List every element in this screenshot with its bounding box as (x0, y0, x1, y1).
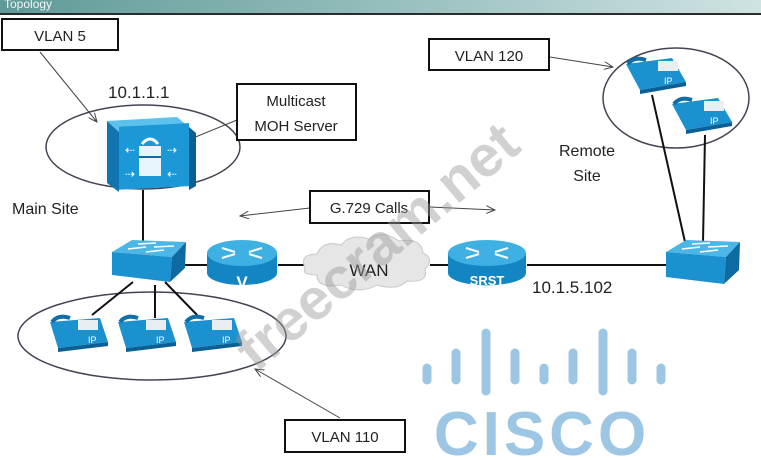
remote-site-line2: Site (573, 168, 601, 185)
g729-label-box: G.729 Calls (309, 190, 430, 224)
vlan110-ellipse (17, 291, 287, 381)
vlan120-label: VLAN 120 (455, 48, 523, 65)
ip-phone-remote-1: IP (626, 56, 686, 94)
link-remote-phone1 (651, 94, 686, 243)
moh-label-box: Multicast MOH Server (236, 83, 357, 141)
links (91, 94, 706, 319)
moh-pointer (192, 119, 238, 139)
ip-phone-main-3: IP (184, 314, 242, 352)
title-bar: Topology (0, 0, 761, 15)
voice-router-icon: V (207, 240, 277, 292)
wan-label: WAN (349, 261, 388, 280)
router-v-label: V (236, 273, 248, 292)
vlan110-label-box: VLAN 110 (284, 419, 406, 453)
vlan120-pointer (549, 56, 613, 67)
vlan5-pointer (39, 51, 97, 122)
srst-router-icon: SRST (448, 240, 526, 288)
ip-tag: IP (222, 335, 231, 345)
main-site-label: Main Site (12, 201, 79, 218)
svg-text:⇠: ⇠ (125, 143, 135, 157)
window-title: Topology (4, 0, 53, 11)
g729-label: G.729 Calls (330, 200, 408, 217)
vlan120-ellipse (602, 47, 750, 149)
main-ip-label: 10.1.1.1 (108, 83, 169, 102)
vlan110-pointer (255, 369, 341, 419)
svg-text:⇠: ⇠ (167, 167, 177, 181)
vlan120-label-box: VLAN 120 (428, 38, 550, 71)
moh-label-line2: MOH Server (254, 118, 337, 135)
ip-phone-main-1: IP (50, 314, 108, 352)
vlan5-ellipse (45, 104, 241, 190)
link-switch-phone1 (91, 281, 134, 316)
ip-phone-remote-2: IP (672, 96, 732, 134)
link-switch-phone3 (164, 281, 201, 319)
router-srst-label: SRST (470, 273, 505, 288)
svg-text:⇢: ⇢ (125, 167, 135, 181)
svg-text:⇢: ⇢ (167, 143, 177, 157)
ip-tag: IP (156, 335, 165, 345)
wan-cloud-icon: WAN (303, 234, 430, 291)
vlan5-label-box: VLAN 5 (1, 18, 119, 51)
remote-ip-label: 10.1.5.102 (532, 278, 612, 297)
cisco-wordmark: CISCO (434, 400, 650, 460)
vlan110-label: VLAN 110 (311, 429, 378, 446)
remote-switch-icon (666, 240, 740, 284)
ip-tag: IP (664, 76, 673, 86)
remote-site-line1: Remote (559, 143, 615, 160)
ip-tag: IP (710, 116, 719, 126)
moh-server-icon: ⇠ ⇢ ⇢ ⇠ (107, 117, 196, 192)
moh-label-line1: Multicast (266, 93, 326, 110)
main-switch-icon (112, 240, 186, 282)
cisco-logo (422, 328, 666, 396)
ip-tag: IP (88, 335, 97, 345)
vlan5-label: VLAN 5 (34, 28, 86, 45)
link-remote-phone2 (702, 134, 706, 243)
g729-left-arrow (240, 207, 311, 216)
g729-right-arrow (429, 207, 495, 210)
ip-phone-main-2: IP (118, 314, 176, 352)
